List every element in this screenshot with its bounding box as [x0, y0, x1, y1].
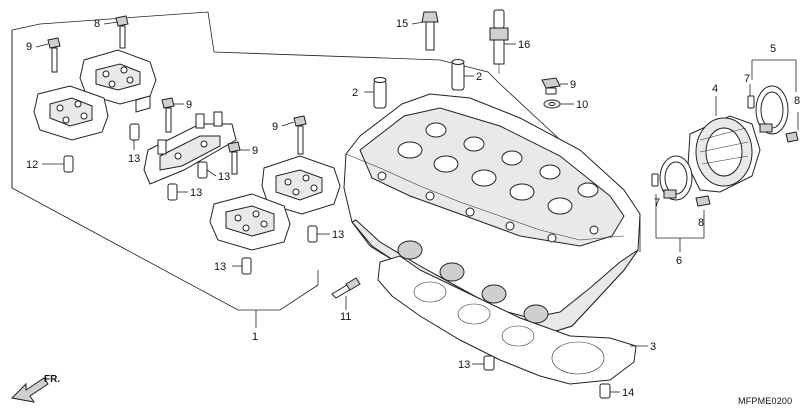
callout-12: 11	[340, 311, 351, 323]
callout-8: 8	[698, 217, 704, 229]
band-clamp-6	[659, 155, 693, 201]
callout-2: 2	[476, 71, 482, 83]
callout-13: 13	[190, 187, 202, 199]
drawing-code: MFPME0200	[738, 396, 792, 406]
callout-7: 7	[744, 73, 750, 85]
callout-14: 13	[458, 359, 470, 371]
callout-11: 10	[576, 99, 588, 111]
head-bolt-holes	[377, 171, 599, 243]
cam-journals	[397, 122, 599, 215]
bolt-9-b	[47, 37, 61, 73]
sealing-plug-2-a	[373, 77, 387, 109]
cam-holder-center-left	[143, 111, 237, 185]
callout-1: 1	[252, 331, 258, 343]
cam-holder-center-right	[261, 155, 341, 215]
callout-9: 9	[272, 121, 278, 133]
callout-2: 2	[352, 87, 358, 99]
bolt-9-d	[227, 141, 241, 175]
callout-5: 5	[770, 43, 776, 55]
callout-labels: 8 9 9 9 9 12 13 13 13 13 13 1 2 2 15 16 …	[26, 18, 800, 399]
callout-10: 9	[570, 79, 576, 91]
callout-6: 6	[676, 255, 682, 267]
callout-13: 13	[214, 261, 226, 273]
callout-9: 9	[186, 99, 192, 111]
bolt-9-a	[115, 15, 129, 49]
bolt-15	[421, 11, 439, 51]
callout-3: 3	[650, 341, 656, 353]
callout-13: 13	[128, 153, 140, 165]
front-direction-arrow: FR.	[10, 374, 60, 403]
spark-plug-16	[489, 9, 509, 74]
dowel-14-a	[483, 355, 495, 371]
callout-8: 8	[794, 95, 800, 107]
head-gasket	[377, 255, 637, 385]
callout-13: 12	[26, 159, 38, 171]
cylinder-head	[343, 93, 641, 337]
callout-9: 8	[94, 18, 100, 30]
band-clamp-5	[755, 85, 789, 135]
exhaust-ports	[397, 240, 549, 324]
cam-holder-upper-left	[79, 49, 157, 113]
bolt-9-e	[293, 115, 307, 155]
callout-9: 9	[252, 145, 258, 157]
bolt-9-c	[161, 97, 175, 133]
direction-label: FR.	[44, 374, 60, 385]
callout-4: 4	[712, 83, 718, 95]
dowel-14-b	[599, 383, 611, 399]
callout-15: 15	[396, 18, 408, 30]
callout-7: 7	[654, 197, 660, 209]
washer-11	[543, 99, 561, 109]
dowel-pins-13	[63, 123, 318, 275]
callout-9: 9	[26, 41, 32, 53]
callout-13: 13	[332, 229, 344, 241]
sealing-plug-2-b	[451, 59, 465, 91]
callout-16: 16	[518, 39, 530, 51]
cam-holder-lower	[209, 193, 291, 251]
carburetor-insulator-4	[687, 115, 761, 193]
callout-13: 13	[218, 171, 230, 183]
stud-12	[331, 277, 361, 299]
leader-lines	[35, 21, 799, 393]
callout-14: 14	[622, 387, 634, 399]
bolt-10	[541, 77, 561, 95]
cam-holder-middle-left	[33, 85, 109, 141]
clamp-screws	[651, 95, 799, 207]
